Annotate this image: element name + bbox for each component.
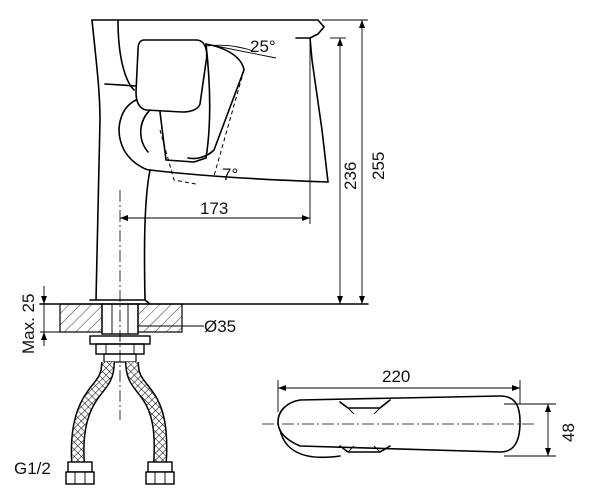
height-236-label: 236 — [341, 162, 360, 190]
handle-length-label: 220 — [382, 367, 410, 386]
dimension-lines — [40, 19, 368, 346]
deck-section — [39, 303, 369, 363]
hole-diameter-label: Ø35 — [204, 317, 236, 336]
max-deck-label: Max. 25 — [19, 294, 38, 354]
flexible-hoses — [65, 361, 175, 485]
handle-top-view — [262, 380, 556, 459]
angle-25-label: 25° — [250, 37, 276, 56]
reach-173-label: 173 — [200, 199, 228, 218]
handle-width-label: 48 — [559, 423, 578, 442]
angle-7-label: 7° — [222, 165, 238, 184]
thread-label: G1/2 — [14, 459, 51, 478]
height-255-label: 255 — [369, 152, 388, 180]
faucet-body — [89, 19, 329, 305]
